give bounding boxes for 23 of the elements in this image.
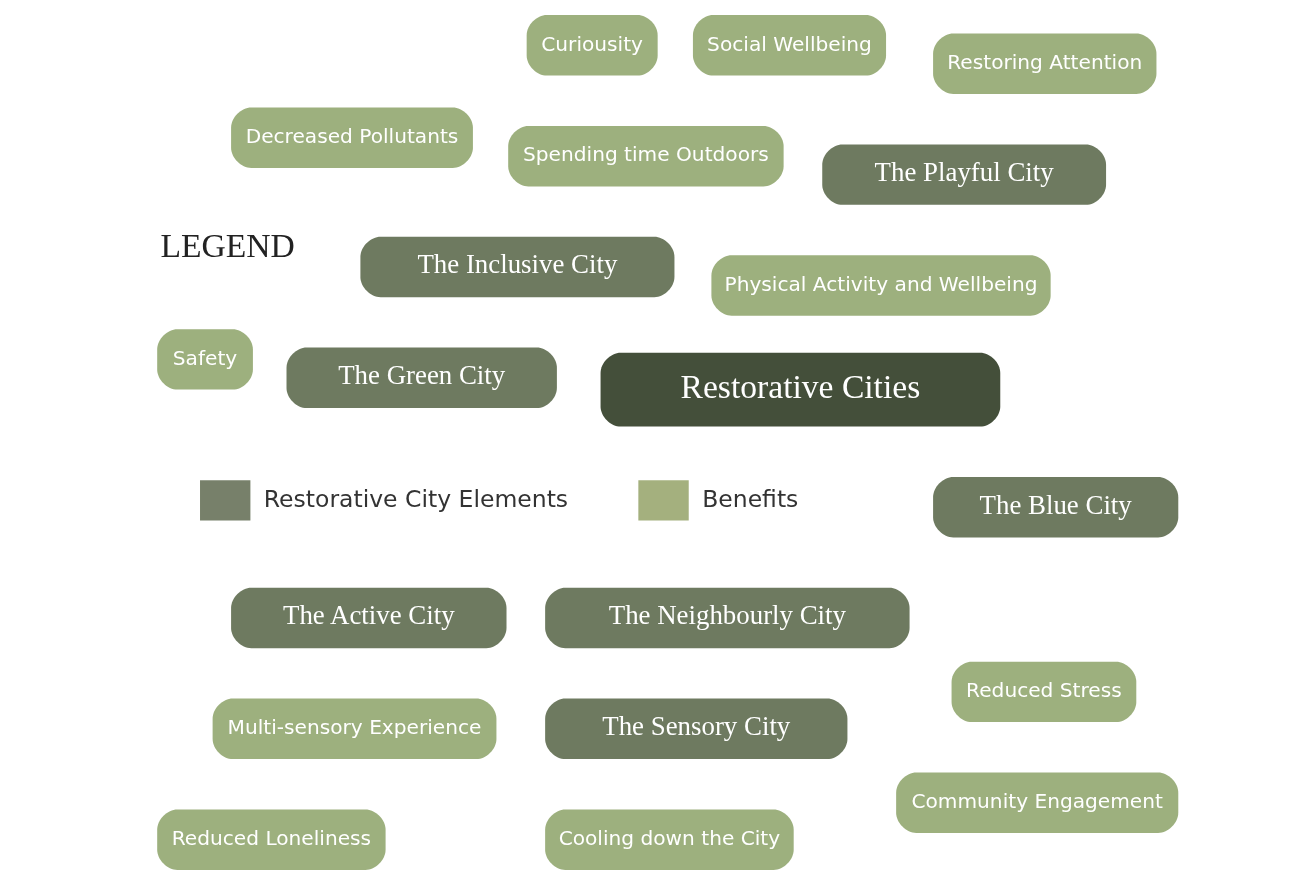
node-box: Cooling down the City [544,809,794,870]
node-box: Reduced Stress [951,661,1136,723]
node-box: Multi-sensory Experience [212,698,496,760]
node-box: The Playful City [821,144,1106,205]
node-box: Reduced Loneliness [156,809,386,870]
node-box: Physical Activity and Wellbeing [710,255,1051,316]
node-box: The Blue City [932,476,1178,538]
node-box: Decreased Pollutants [230,107,473,168]
legend-label: Restorative City Elements [263,484,568,513]
node-box: Community Engagement [895,772,1178,833]
node-box: Spending time Outdoors [507,125,784,187]
node-box: The Sensory City [544,698,847,760]
node-box: The Green City [286,347,557,409]
node-box: Curiousity [526,15,658,76]
node-box: Social Wellbeing [692,15,886,76]
legend-label: Benefits [701,484,798,513]
node-box: The Neighbourly City [544,587,910,649]
node-box: Safety [156,329,253,390]
node-box: Restoring Attention [932,33,1156,94]
node-box: The Inclusive City [359,236,674,298]
node-box: The Active City [230,587,506,649]
label: LEGEND [160,226,295,264]
node-box: Restorative Cities [600,352,1000,427]
